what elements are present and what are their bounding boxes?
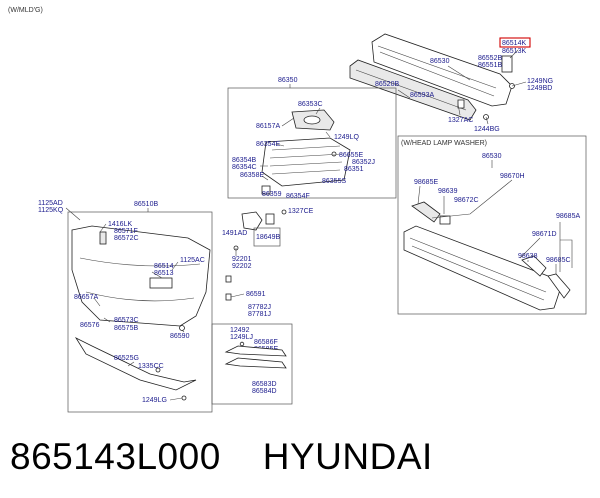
label-1249NG: 1249NG (527, 78, 553, 85)
header-note: (W/MLD'G) (8, 7, 43, 14)
footer-brand: HYUNDAI (262, 436, 433, 477)
label-86514: 86514 (154, 263, 174, 270)
label-1327AC: 1327AC (448, 117, 473, 124)
label-1249LJ: 1249LJ (230, 334, 253, 341)
label-86350: 86350 (278, 77, 298, 84)
label-18649B: 18649B (256, 234, 280, 241)
label-86530-washer: 86530 (482, 153, 502, 160)
label-1249BD: 1249BD (527, 85, 552, 92)
label-98685C: 98685C (546, 257, 571, 264)
label-98685E: 98685E (414, 179, 438, 186)
footer: 865143L000 HYUNDAI (10, 432, 433, 482)
bumper-box (67, 211, 213, 413)
label-86354F: 86354F (286, 193, 310, 200)
bumper-beam-top (349, 33, 515, 121)
label-98685A: 98685A (556, 213, 580, 220)
grille-box (227, 87, 397, 199)
label-92201: 92201 (232, 256, 252, 263)
label-1327CE: 1327CE (288, 208, 314, 215)
front-bumper (71, 225, 211, 331)
label-86573C: 86573C (114, 317, 139, 324)
label-1249LG: 1249LG (142, 397, 167, 404)
label-86525G: 86525G (114, 355, 139, 362)
washer-box (397, 135, 587, 315)
label-86572C: 86572C (114, 235, 139, 242)
label-86520B: 86520B (375, 81, 399, 88)
label-86571F: 86571F (114, 228, 138, 235)
label-1249LQ: 1249LQ (334, 134, 359, 141)
label-86513K: 86513K (502, 48, 526, 55)
lower-lip (74, 337, 197, 401)
label-86514K: 86514K (502, 40, 526, 47)
label-86593A: 86593A (410, 92, 434, 99)
footer-part-number: 865143L000 (10, 436, 221, 477)
label-86157A: 86157A (256, 123, 280, 130)
grille-parts (261, 109, 351, 195)
label-86590: 86590 (170, 333, 190, 340)
label-86575B: 86575B (114, 325, 138, 332)
washer-beam (403, 201, 571, 311)
label-98670H: 98670H (500, 173, 525, 180)
label-86655E: 86655E (339, 152, 363, 159)
label-86551B: 86551B (478, 62, 502, 69)
label-86351: 86351 (344, 166, 364, 173)
label-1125AC: 1125AC (180, 257, 205, 264)
label-86354B: 86354B (232, 157, 256, 164)
label-86584D: 86584D (252, 388, 277, 395)
label-98671D: 98671D (532, 231, 557, 238)
label-98672C: 98672C (454, 197, 479, 204)
label-86354C: 86354C (232, 164, 257, 171)
label-1416LK: 1416LK (108, 221, 132, 228)
label-86359: 86359 (262, 191, 282, 198)
label-86576: 86576 (80, 322, 100, 329)
label-92202: 92202 (232, 263, 252, 270)
moulding-box (211, 323, 293, 405)
highlight-box (499, 37, 531, 48)
clip-parts (225, 209, 287, 301)
label-87782J: 87782J (248, 304, 271, 311)
label-86583D: 86583D (252, 381, 277, 388)
label-86510B: 86510B (134, 201, 158, 208)
label-1125AD: 1125AD (38, 200, 63, 207)
label-86552B: 86552B (478, 55, 502, 62)
label-1244BG: 1244BG (474, 126, 500, 133)
washer-box-title: (W/HEAD LAMP WASHER) (401, 140, 487, 147)
label-12492: 12492 (230, 327, 250, 334)
label-1491AD: 1491AD (222, 230, 247, 237)
label-86355S: 86355S (322, 178, 346, 185)
label-86530: 86530 (430, 58, 450, 65)
label-1335CC: 1335CC (138, 363, 164, 370)
label-86513: 86513 (154, 270, 174, 277)
label-86353C: 86353C (298, 101, 323, 108)
label-86591: 86591 (246, 291, 266, 298)
label-98638: 98638 (518, 253, 538, 260)
label-87781J: 87781J (248, 311, 271, 318)
moulding-parts (224, 341, 287, 369)
label-86586F: 86586F (254, 339, 278, 346)
label-1125KQ: 1125KQ (38, 207, 64, 214)
label-98639: 98639 (438, 188, 458, 195)
label-86657A: 86657A (74, 294, 98, 301)
label-86358E: 86358E (240, 172, 264, 179)
label-86352J: 86352J (352, 159, 375, 166)
label-86354E: 86354E (256, 141, 280, 148)
